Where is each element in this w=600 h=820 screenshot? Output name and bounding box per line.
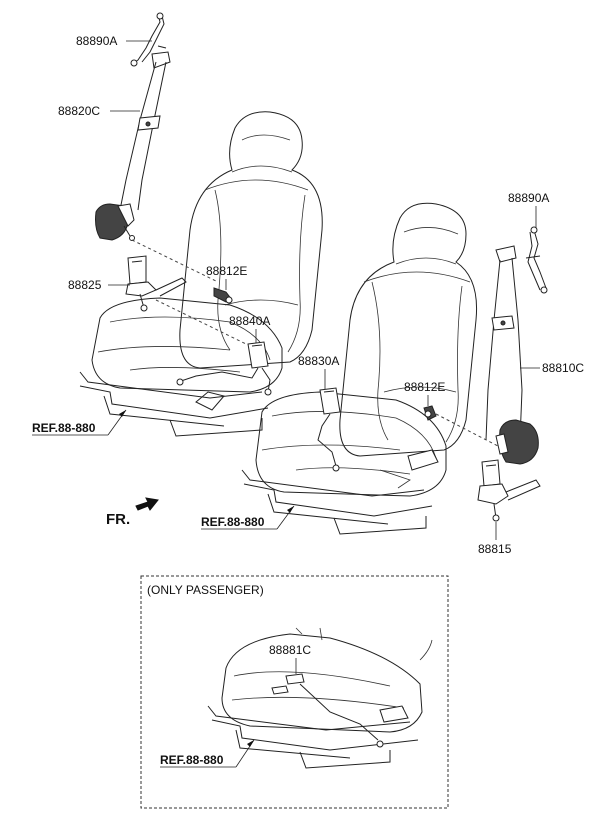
- label-88820c: 88820C: [58, 104, 100, 118]
- fr-arrow-icon: [135, 497, 159, 511]
- label-88890a-right: 88890A: [508, 191, 549, 205]
- ref-label-left: REF.88-880: [32, 421, 96, 435]
- label-88890a-left: 88890A: [76, 34, 117, 48]
- label-88840a: 88840A: [229, 314, 270, 328]
- right-seat: [241, 202, 478, 535]
- right-seat-belt: [317, 226, 548, 522]
- label-88830a: 88830A: [298, 354, 339, 368]
- label-88815: 88815: [478, 542, 512, 556]
- inset-title: (ONLY PASSENGER): [147, 583, 264, 597]
- ref-label-right: REF.88-880: [201, 515, 265, 529]
- ref-left-callout: REF.88-880: [32, 409, 127, 436]
- left-seat: [79, 111, 323, 437]
- left-seat-belt: [95, 12, 272, 396]
- front-direction-indicator: FR.: [106, 497, 159, 528]
- part-callouts: 88890A 88820C 88825 88812E 88840A 88830A…: [58, 34, 584, 556]
- inset-frame: [140, 575, 449, 809]
- passenger-inset: (ONLY PASSENGER) 88881C REF.88-880: [140, 575, 449, 809]
- label-88810c: 88810C: [542, 361, 584, 375]
- label-88881c: 88881C: [269, 643, 311, 657]
- fr-label: FR.: [106, 511, 130, 528]
- ref-label-inset: REF.88-880: [160, 753, 224, 767]
- label-88812e-right: 88812E: [404, 380, 445, 394]
- ref-right-callout: REF.88-880: [201, 505, 295, 530]
- label-88825: 88825: [68, 278, 102, 292]
- label-88812e-left: 88812E: [206, 264, 247, 278]
